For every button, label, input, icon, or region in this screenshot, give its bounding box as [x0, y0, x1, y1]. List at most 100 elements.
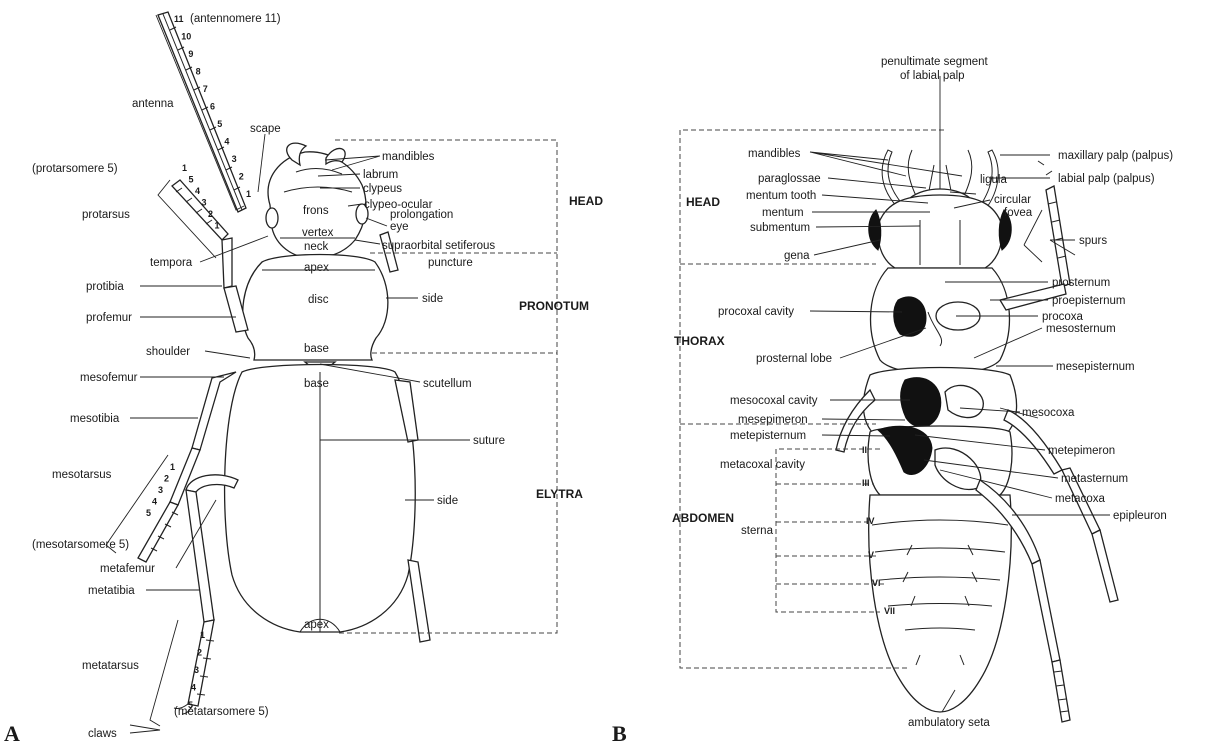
elytra-apex-label: apex [304, 619, 329, 631]
vertex-label: vertex [302, 227, 334, 239]
head-ventral [869, 195, 1012, 268]
antenna-segment-number-11: 1 [246, 189, 251, 199]
metatarsus-label: metatarsus [82, 660, 139, 672]
claws-label: claws [88, 728, 117, 740]
antenna-label: antenna [132, 98, 174, 110]
metatibia-label: metatibia [88, 585, 135, 597]
sterna-numeral-4: V [868, 550, 874, 560]
protibia-label: protibia [86, 281, 124, 293]
panel-a-dorsal-view: (antennomere 11) antenna scape mandibles… [4, 12, 603, 743]
ligula-label: ligula [980, 174, 1007, 186]
head-section-label-b: HEAD [686, 195, 720, 209]
metepimeron-label: metepimeron [1048, 445, 1115, 457]
antenna-segment-number-6: 6 [210, 102, 215, 112]
pronotum-apex-label: apex [304, 262, 329, 274]
pronotum-section-label: PRONOTUM [519, 299, 589, 313]
proepisternum-label: proepisternum [1052, 295, 1126, 307]
thorax-section-label: THORAX [674, 334, 725, 348]
labrum-label: labrum [363, 169, 398, 181]
profemur-label: profemur [86, 312, 132, 324]
metasternum-label: metasternum [1061, 473, 1128, 485]
metepisternum-label: metepisternum [730, 430, 806, 442]
elytra-dorsal [225, 365, 416, 633]
mesotarsus-segment-number-1: 1 [170, 462, 175, 472]
antenna-segment-number-7: 5 [217, 119, 222, 129]
mentum-tooth-label: mentum tooth [746, 190, 816, 202]
labial-palp-label: labial palp (palpus) [1058, 173, 1155, 185]
metatarsus-segment-number-5: 5 [188, 700, 193, 710]
sterna-numeral-6: VII [884, 606, 895, 616]
mesofemur-label: mesofemur [80, 372, 138, 384]
mesotibia-label: mesotibia [70, 413, 120, 425]
procoxa-label: procoxa [1042, 311, 1084, 323]
protarsus-segment-number-4: 3 [202, 198, 207, 208]
protarsus-label: protarsus [82, 209, 130, 221]
mentum-label: mentum [762, 207, 804, 219]
mesotarsus-segment-number-4: 4 [152, 497, 157, 507]
fovea-label: fovea [1004, 207, 1033, 219]
epipleuron-label: epipleuron [1113, 510, 1167, 522]
protarsus-segment-number-5: 2 [208, 209, 213, 219]
abdomen-section-label: ABDOMEN [672, 511, 734, 525]
disc-label: disc [308, 294, 329, 306]
protarsus-segment-number-2: 5 [189, 175, 194, 185]
tempora-label: tempora [150, 257, 193, 269]
protarsus-segment-number-1: 1 [182, 163, 187, 173]
panel-a-letter: A [4, 721, 20, 743]
prosternal-lobe-label: prosternal lobe [756, 353, 832, 365]
shoulder-label: shoulder [146, 346, 190, 358]
metatarsus-segment-number-3: 3 [194, 665, 199, 675]
metacoxa-label: metacoxa [1055, 493, 1105, 505]
pronotum-base-label: base [304, 343, 329, 355]
antenna-segment-number-4: 8 [196, 67, 201, 77]
scape-label: scape [250, 123, 281, 135]
mesotarsus-label: mesotarsus [52, 469, 112, 481]
mesosternum-label: mesosternum [1046, 323, 1116, 335]
sterna-numeral-1: II [862, 445, 867, 455]
head-section-label: HEAD [569, 194, 603, 208]
mesocoxal-cavity-label: mesocoxal cavity [730, 395, 818, 407]
mesepimeron-label: mesepimeron [738, 414, 808, 426]
elytra-base-label: base [304, 378, 329, 390]
antenna-segment-number-10: 2 [239, 172, 244, 182]
mesocoxa-label: mesocoxa [1022, 407, 1075, 419]
prosternum-label: prosternum [1052, 277, 1110, 289]
mesotarsus-segment-number-5: 5 [146, 508, 151, 518]
abdomen-ventral [869, 495, 1012, 712]
paraglossae-label: paraglossae [758, 173, 821, 185]
antenna-segment-number-2: 10 [181, 32, 191, 42]
scutellum-label: scutellum [423, 378, 472, 390]
mesepisternum-label: mesepisternum [1056, 361, 1135, 373]
sterna-numeral-2: III [862, 478, 870, 488]
submentum-label: submentum [750, 222, 810, 234]
mesotarsus-segment-number-3: 3 [158, 485, 163, 495]
metacoxal-cavity-label: metacoxal cavity [720, 459, 805, 471]
circular-label: circular [994, 194, 1031, 206]
sterna-numeral-5: VI [872, 578, 881, 588]
metatarsus-segment-number-2: 2 [197, 648, 202, 658]
gena-label: gena [784, 250, 810, 262]
pronotum-side-label: side [422, 293, 443, 305]
panel-b-letter: B [612, 721, 627, 743]
antenna-segment-number-1: 11 [174, 14, 184, 24]
mid-leg-left [138, 372, 236, 562]
penultimate-label-2: of labial palp [900, 70, 965, 82]
antenna-segment-number-3: 9 [188, 49, 193, 59]
metafemur-label: metafemur [100, 563, 155, 575]
protarsomere-5-label: (protarsomere 5) [32, 163, 118, 175]
maxillary-palp-label: maxillary palp (palpus) [1058, 150, 1173, 162]
suture-label: suture [473, 435, 505, 447]
eye-label: eye [390, 221, 409, 233]
metatarsus-segment-number-1: 1 [200, 630, 205, 640]
protarsus-segment-number-3: 4 [195, 186, 200, 196]
protarsus-segment-number-6: 1 [215, 221, 220, 231]
metatarsus-segment-number-4: 4 [191, 683, 196, 693]
clypeus-label: clypeus [363, 183, 402, 195]
elytra-side-label: side [437, 495, 458, 507]
sterna-label: sterna [741, 525, 774, 537]
ambulatory-seta-label: ambulatory seta [908, 717, 990, 729]
antenna-segment-number-9: 3 [232, 154, 237, 164]
mandibles-label-b: mandibles [748, 148, 801, 160]
neck-label: neck [304, 241, 329, 253]
